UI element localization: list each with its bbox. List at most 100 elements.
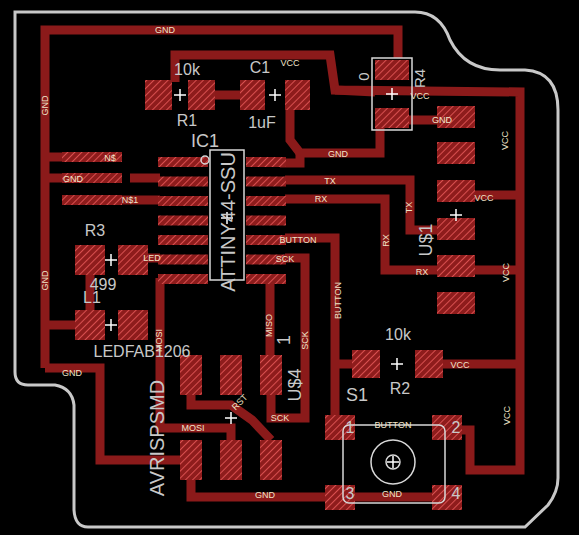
copper-trace xyxy=(215,91,240,100)
signal-label: VCC xyxy=(502,262,511,281)
copper-pad xyxy=(432,485,462,510)
signal-label: MOSI xyxy=(181,424,204,433)
copper-pad xyxy=(352,350,380,378)
copper-pad xyxy=(260,355,282,395)
part-label: LEDFAB1206 xyxy=(94,344,191,360)
signal-label: LED xyxy=(143,254,161,263)
copper-trace xyxy=(191,395,271,440)
copper-pad xyxy=(375,60,409,80)
signal-label: RX xyxy=(315,195,328,204)
copper-pad xyxy=(260,440,282,480)
part-label: R4 xyxy=(413,68,428,87)
signal-label: VCC xyxy=(450,361,469,370)
copper-trace xyxy=(45,174,62,183)
part-label: R3 xyxy=(85,223,105,239)
copper-trace xyxy=(45,153,62,162)
signal-label: MISO xyxy=(265,313,274,336)
signal-label: BUTTON xyxy=(334,282,343,319)
copper-pads xyxy=(62,60,475,510)
copper-trace xyxy=(175,55,520,470)
copper-pad xyxy=(246,274,286,284)
part-label: ATTINY44-SSU xyxy=(218,152,238,292)
part-label: U$4 xyxy=(286,368,304,401)
signal-label: SCK xyxy=(300,331,309,350)
part-label: C1 xyxy=(250,60,270,76)
copper-pad xyxy=(158,196,208,206)
part-label: IC1 xyxy=(191,132,219,150)
origin-cross xyxy=(455,209,457,221)
copper-trace xyxy=(285,180,440,230)
copper-pad xyxy=(145,80,172,110)
signal-label: VCC xyxy=(410,92,429,101)
copper-trace xyxy=(475,266,520,275)
signal-label: GND xyxy=(62,369,82,378)
copper-pad xyxy=(246,216,286,226)
copper-pad xyxy=(285,80,310,110)
origin-cross xyxy=(392,456,394,468)
switch-button-core xyxy=(386,455,400,469)
part-label: L1 xyxy=(83,290,101,306)
copper-pad xyxy=(437,142,475,164)
origin-cross xyxy=(110,254,112,266)
signal-label: N$ xyxy=(104,154,116,163)
copper-trace xyxy=(335,360,352,369)
copper-pad xyxy=(220,355,242,395)
signal-label: BUTTON xyxy=(375,421,412,430)
part-label: 1 xyxy=(275,335,293,345)
copper-pad xyxy=(158,177,208,187)
copper-pad xyxy=(375,108,409,128)
signal-label: GND xyxy=(328,150,348,159)
copper-pad xyxy=(246,177,286,187)
signal-label: TX xyxy=(405,201,414,213)
copper-trace xyxy=(430,360,520,369)
signal-label: GND xyxy=(41,95,50,115)
copper-pad xyxy=(437,180,475,202)
signal-label: GND xyxy=(155,26,175,35)
switch-outline xyxy=(343,425,445,503)
copper-pad xyxy=(62,195,122,205)
silkscreen xyxy=(201,58,445,503)
copper-pad xyxy=(180,355,202,395)
signal-label: VCC xyxy=(474,194,493,203)
part-label: 10k xyxy=(385,327,411,343)
copper-pad xyxy=(240,80,265,110)
board-outline xyxy=(15,12,558,527)
copper-trace xyxy=(45,321,75,330)
signal-label: TX xyxy=(324,177,336,186)
signal-label: N$1 xyxy=(122,196,139,205)
signal-label: GND xyxy=(255,491,275,500)
copper-pad xyxy=(325,415,355,440)
part-label: 1uF xyxy=(248,115,276,131)
signal-label: VCC xyxy=(280,59,299,68)
copper-pad xyxy=(158,235,208,245)
copper-pad xyxy=(75,245,105,275)
origin-cross xyxy=(230,412,232,424)
signal-label: VCC xyxy=(501,130,510,149)
copper-pad xyxy=(437,255,475,277)
signal-label: RX xyxy=(381,234,390,247)
copper-pad xyxy=(325,485,355,510)
part-label: AVRISPSMD xyxy=(147,380,167,496)
signal-label: SCK xyxy=(276,255,295,264)
origin-cross xyxy=(391,88,393,100)
copper-pad xyxy=(158,255,208,265)
part-label: 0 xyxy=(356,72,371,80)
signal-label: RX xyxy=(416,268,429,277)
copper-pad xyxy=(432,415,462,440)
signal-label: SCK xyxy=(271,414,290,423)
signal-label: GND xyxy=(63,175,83,184)
origin-cross xyxy=(179,89,181,101)
copper-pad xyxy=(62,152,122,162)
copper-pad xyxy=(437,292,475,314)
origin-cross xyxy=(274,89,276,101)
signal-label: GND xyxy=(41,270,50,290)
copper-pad xyxy=(158,274,208,284)
switch-button xyxy=(371,440,415,484)
part-label: 1 xyxy=(346,420,355,436)
copper-pad xyxy=(415,350,443,378)
signal-label: RST xyxy=(230,392,249,411)
copper-pad xyxy=(158,157,208,167)
copper-pad xyxy=(158,216,208,226)
